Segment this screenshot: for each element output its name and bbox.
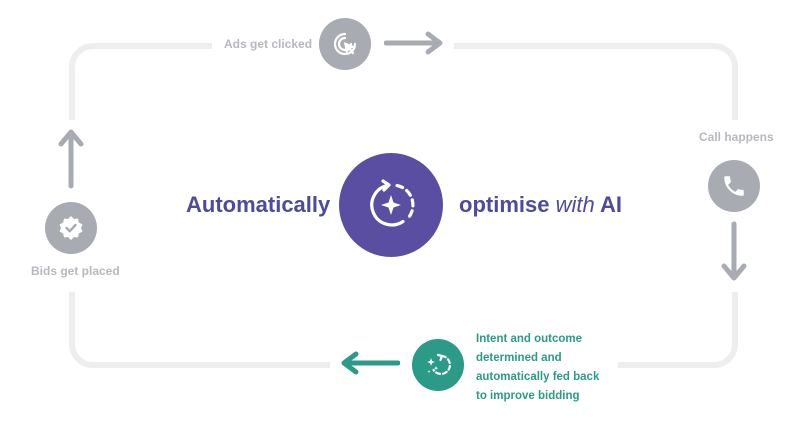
click-icon xyxy=(319,18,371,70)
step-intent-outcome-label: Intent and outcome determined and automa… xyxy=(476,333,600,402)
headline-ai: AI xyxy=(600,192,623,217)
ai-feedback-icon xyxy=(412,339,464,391)
step-ads-clicked-label: Ads get clicked xyxy=(224,37,313,51)
headline-optimise: optimise xyxy=(459,192,550,217)
verified-badge-icon xyxy=(45,202,97,254)
headline-with: with xyxy=(555,192,595,217)
step-call-happens-label: Call happens xyxy=(699,130,774,144)
ai-optimise-icon xyxy=(339,153,443,257)
arrow-left-bottom xyxy=(341,351,400,375)
arrow-up-left xyxy=(58,129,84,189)
phone-icon xyxy=(708,160,760,212)
headline-right: optimise with AI xyxy=(459,192,622,218)
arrow-right-top xyxy=(384,31,443,55)
headline-left: Automatically xyxy=(186,192,331,217)
loop-gap-bottom xyxy=(330,360,618,374)
step-bids-placed-label: Bids get placed xyxy=(31,264,120,278)
arrow-down-right xyxy=(721,221,747,281)
